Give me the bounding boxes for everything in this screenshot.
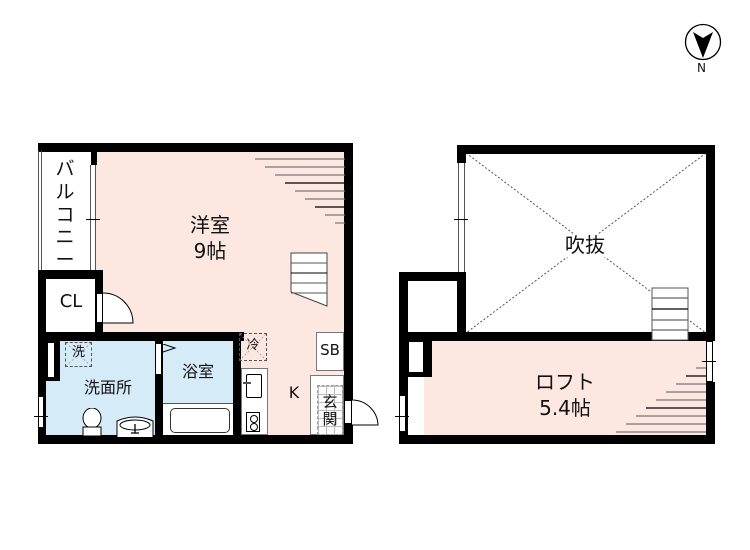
cross-icon [66,343,91,366]
closet-label: CL [59,291,83,312]
ladder-icon [651,287,689,341]
bathtub-icon [170,408,230,433]
cross-icon [240,334,266,360]
balcony-area [38,151,96,270]
wall-bottom [38,435,351,444]
balcony-wall-top [91,151,97,165]
floor-2-plan: 吹抜 ロフト 5.4帖 [395,145,716,444]
burner [250,423,258,431]
storage-wall-right [457,273,466,333]
closet-door-jamb [96,293,103,323]
loft-area [424,341,706,435]
compass: N [683,22,723,78]
washer-space: 洗 [65,342,92,367]
entrance-label: 玄関 [322,393,338,428]
bath-door [156,344,161,374]
void-label: 吹抜 [545,234,625,257]
bath-wall-left [155,341,163,435]
closet-door-swing [103,292,134,324]
washroom-niche [48,343,54,377]
front-door-swing [352,399,379,426]
floor-1-plan: CL 洗 洗面所 浴室 冷 K SB 玄 [0,0,379,460]
closet-area [46,279,95,332]
washbasin-icon [116,416,154,437]
fridge-label: 冷 [246,338,260,353]
bathroom-label: 浴室 [181,362,214,381]
washroom-window [38,396,44,428]
wall-right [706,145,715,341]
stair-lines-icon [616,367,706,433]
burner [250,415,258,423]
shoe-box [316,332,344,371]
wall-left [399,272,408,444]
loft-label: ロフト [535,370,595,394]
western-room-size: 9帖 [193,239,227,263]
stair-lines-icon [255,158,345,224]
entrance-tiles [317,385,343,435]
balcony-label: バルコニー [55,158,75,272]
ladder-icon [290,252,328,307]
closet-wall-top [38,270,103,279]
kitchen-sink-icon [246,374,262,398]
bathroom-area [162,341,234,403]
void-window [458,163,465,273]
fridge-space: 冷 [239,333,267,361]
shoe-box-label: SB [320,341,340,359]
kitchen-wall-left [233,332,241,435]
toilet-icon [82,408,102,436]
western-room-label: 洋室 [190,213,230,237]
loft-size: 5.4帖 [539,396,591,420]
window-mark [454,219,468,220]
loft-wall-top [399,332,715,341]
north-arrow-icon [684,23,722,61]
balcony-rail [38,151,42,270]
washer-label: 洗 [71,345,85,360]
loft-window-left [399,395,406,432]
bath-door-flag [163,344,177,353]
wall-top [457,145,714,154]
loft-niche [409,342,423,372]
window-mark [86,219,100,220]
wall-top [38,143,351,152]
compass-label: N [697,61,706,75]
window-mark [395,416,409,417]
wall-bottom [399,435,715,444]
wall-left [38,270,46,444]
wall-right-lower [706,382,715,444]
storage-area [408,281,458,333]
window-mark [34,416,48,417]
wall-left-upper [457,145,466,163]
wet-area-wall-top [38,332,244,341]
window-mark [702,361,716,362]
wall-right [344,143,353,400]
washroom-label: 洗面所 [83,378,132,397]
kitchen-label: K [288,383,300,402]
front-door[interactable] [344,400,352,424]
stove-icon [246,412,260,432]
faucet-icon [243,382,251,384]
wall-right-lower [344,424,353,444]
storage-wall-top [399,272,466,281]
balcony-window [90,165,96,270]
